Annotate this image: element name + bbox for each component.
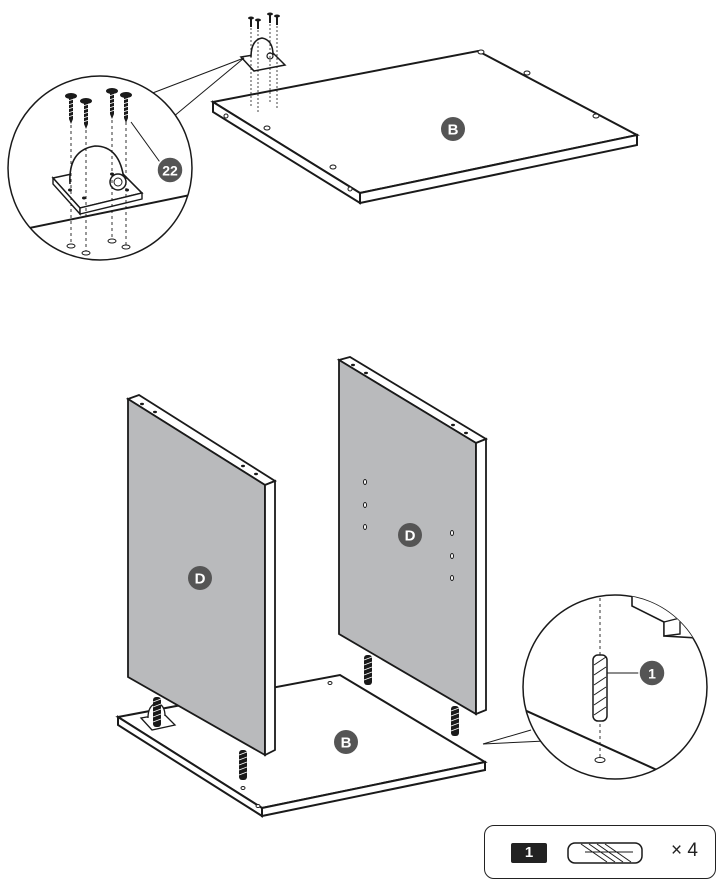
right-side-panel-d-label: D <box>398 523 422 547</box>
top-panel-b <box>210 49 640 205</box>
top-panel-b-label: B <box>441 117 465 141</box>
svg-text:22: 22 <box>162 163 178 179</box>
svg-text:B: B <box>341 735 352 752</box>
part-quantity: × 4 <box>671 840 698 861</box>
top-detail-callout <box>7 75 193 261</box>
svg-text:1: 1 <box>648 666 656 682</box>
callout-1-label: 1 <box>638 659 666 687</box>
parts-list-box: 1 × 4 <box>484 825 716 879</box>
part-id-badge: 1 <box>511 843 547 863</box>
base-panel-b-label: B <box>334 730 358 754</box>
left-side-panel-d-label: D <box>188 566 212 590</box>
svg-text:B: B <box>448 122 459 139</box>
svg-text:D: D <box>195 571 206 588</box>
small-hinge-bracket <box>239 12 287 112</box>
callout-22-label: 22 <box>156 156 184 184</box>
wooden-dowel-icon <box>567 842 643 864</box>
svg-text:D: D <box>405 528 416 545</box>
bottom-detail-callout <box>522 594 708 780</box>
